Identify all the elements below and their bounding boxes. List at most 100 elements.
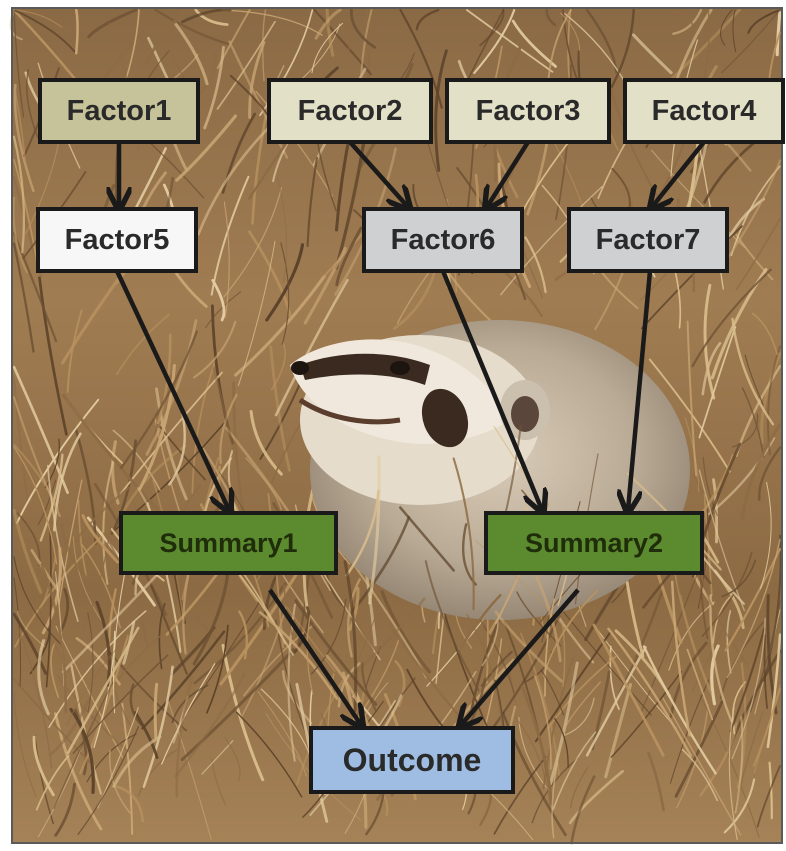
grass-blade [493,756,547,835]
grass-blade [138,363,176,491]
grass-blade [530,565,562,663]
grass-blade [211,278,226,322]
grass-blade [87,612,94,712]
node-label-factor6: Factor6 [391,224,496,256]
grass-blade [350,8,376,49]
grass-blade [280,242,290,345]
grass-blade [12,508,43,594]
node-label-factor7: Factor7 [596,224,701,256]
node-outcome: Outcome [309,726,515,794]
grass-blade [49,697,91,756]
grass-blade [35,754,70,811]
grass-blade [592,623,665,757]
node-box-factor1 [38,78,200,144]
grass-blade [112,429,161,491]
grass-blade [494,610,563,683]
grass-blade [82,522,112,631]
grass-blade [723,778,756,834]
grass-blade [13,693,37,797]
grass-blade [17,626,53,769]
grass-blade [564,681,601,728]
grass-blade [569,766,589,809]
grass-blade [12,135,26,254]
grass-blade [561,622,566,688]
grass-blade [119,371,223,496]
grass-blade [66,309,83,393]
grass-blade [483,615,561,740]
grass-blade [642,645,717,775]
grass-blade [274,278,349,417]
grass-blade [726,610,732,674]
grass-blade [294,599,378,706]
grass-blade [672,9,694,27]
grass-blade [759,481,772,590]
node-label-factor5: Factor5 [65,224,170,256]
grass-blade [641,225,743,330]
grass-blade [343,560,358,712]
grass-blade [12,196,28,274]
image-frame [11,7,783,844]
grass-blade [276,175,288,283]
grass-blade [286,607,336,673]
grass-blade [74,8,79,55]
grass-blade [303,246,347,325]
node-summary2: Summary2 [484,511,704,575]
grass-blade [347,578,361,658]
edge-factor4-to-factor7 [652,140,706,207]
grass-blade [93,630,116,748]
grass-blade [547,654,619,730]
grass-blade [72,536,105,625]
grass-blade [206,624,229,714]
grass-blade [37,747,82,838]
grass-blade [65,636,128,727]
grass-blade [726,538,781,679]
grass-blade [747,8,782,34]
grass-blade [13,9,77,54]
grass-blade [142,665,174,788]
grass-blade [457,594,502,653]
grass-blade [66,626,140,755]
grass-blade [13,678,91,764]
grass-blade [155,387,188,501]
node-factor5: Factor5 [36,207,198,273]
grass-blade [181,8,232,24]
grass-blade [102,532,149,647]
grass-blade [741,423,782,520]
grass-blade [514,717,551,806]
grass-blade [141,630,226,730]
node-box-factor7 [567,207,729,273]
grass-blade [720,9,733,46]
grass-blade [310,598,347,675]
grass-blade [201,740,234,775]
grass-blade [552,731,597,811]
grass-blade [434,49,448,172]
grass-blade [58,479,83,605]
node-factor3: Factor3 [445,78,611,144]
grass-blade [672,8,703,35]
grass-blade [355,607,379,666]
grass-blade [239,605,288,721]
grass-blade [313,8,372,76]
grass-blade [12,396,61,517]
grass-blade [145,319,198,456]
grass-blade [12,612,48,675]
grass-blade [335,226,363,287]
grass-blade [751,312,778,355]
grass-blade [13,9,25,118]
grass-blade [701,341,722,396]
node-label-summary1: Summary1 [159,528,297,558]
grass-blade [223,201,230,318]
grass-blade [348,586,360,631]
grass-blade [46,464,79,623]
grass-blade [763,634,769,709]
grass-blade [758,446,782,502]
grass-blade [670,580,691,737]
grass-blade [44,438,61,488]
edge-summary1-to-outcome [268,588,361,725]
node-label-factor4: Factor4 [652,95,757,127]
grass-blade [39,453,64,542]
grass-blade [153,682,159,739]
grass-blade [234,274,326,377]
grass-blade [28,486,130,614]
